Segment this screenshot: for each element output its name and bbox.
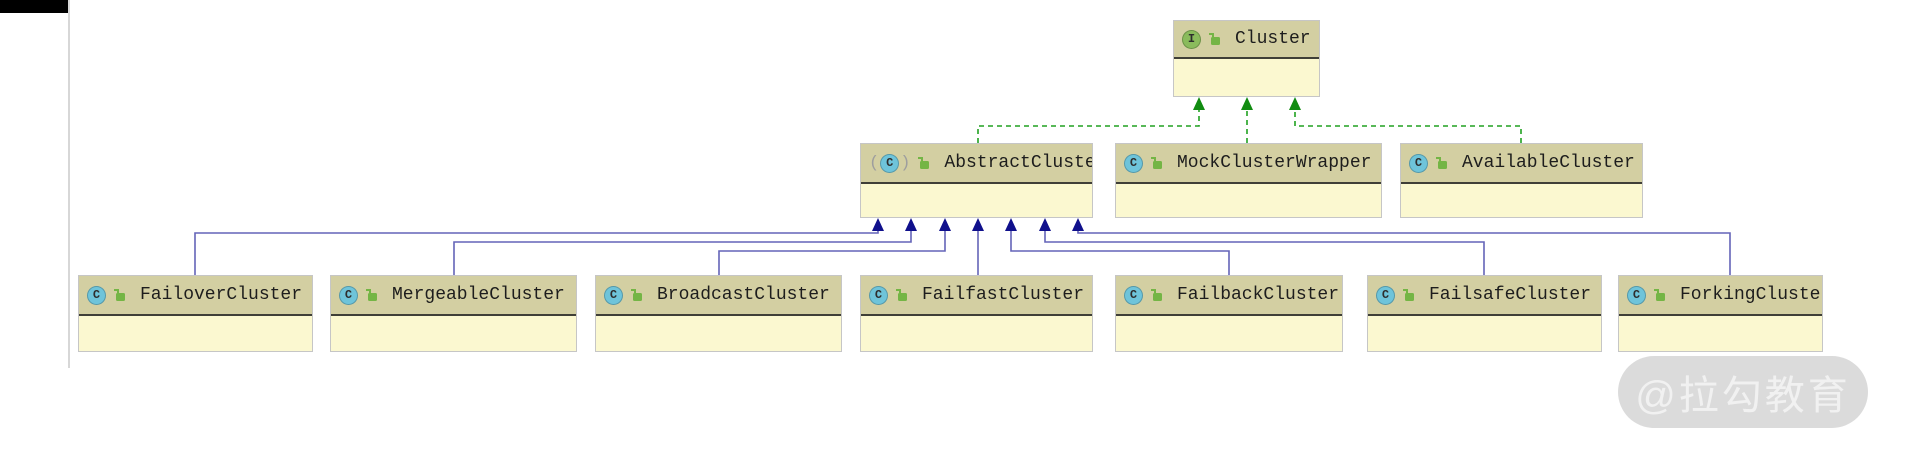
extends-edge-mergeable-to-abstract_cluster[interactable] — [453, 218, 917, 275]
unlocked-visibility-icon — [916, 156, 930, 170]
abstract-paren-left: ( — [869, 153, 880, 173]
extends-edge-failsafe-to-abstract_cluster[interactable] — [1039, 218, 1485, 275]
unlocked-visibility-icon — [112, 288, 126, 302]
class-name-label: ForkingCluster — [1680, 285, 1822, 305]
class-name-label: BroadcastCluster — [657, 285, 830, 305]
uml-node-mergeable[interactable]: ( C ) MergeableCluster — [330, 275, 577, 352]
unlocked-visibility-icon — [1401, 288, 1415, 302]
class-header[interactable]: ( C ) FailsafeCluster — [1368, 276, 1601, 316]
implements-edge-abstract_cluster-to-cluster[interactable] — [977, 97, 1205, 143]
class-name-label: FailsafeCluster — [1429, 285, 1592, 305]
class-header[interactable]: ( C ) FailbackCluster — [1116, 276, 1342, 316]
uml-node-failsafe[interactable]: ( C ) FailsafeCluster — [1367, 275, 1602, 352]
class-header[interactable]: ( C ) FailfastCluster — [861, 276, 1092, 316]
unlocked-visibility-icon — [629, 288, 643, 302]
class-name-label: FailfastCluster — [922, 285, 1085, 305]
extends-edge-forking-to-abstract_cluster[interactable] — [1072, 218, 1731, 275]
inheritance-arrowhead — [905, 218, 917, 231]
class-icon: C — [869, 285, 888, 305]
unlocked-visibility-icon — [1434, 156, 1448, 170]
window-corner-bar — [0, 0, 68, 13]
inheritance-arrowhead — [1072, 218, 1084, 231]
interface-icon: I — [1182, 29, 1201, 49]
uml-node-broadcast[interactable]: ( C ) BroadcastCluster — [595, 275, 842, 352]
inheritance-arrowhead — [1005, 218, 1017, 231]
class-icon: C — [87, 285, 106, 305]
class-header[interactable]: ( C ) MergeableCluster — [331, 276, 576, 316]
inheritance-arrowhead — [1039, 218, 1051, 231]
unlocked-visibility-icon — [1652, 288, 1666, 302]
class-header[interactable]: ( C ) FailoverCluster — [79, 276, 312, 316]
uml-node-cluster[interactable]: ( I ) Cluster — [1173, 20, 1320, 97]
class-header[interactable]: ( C ) MockClusterWrapper — [1116, 144, 1381, 184]
extends-edge-failfast-to-abstract_cluster[interactable] — [972, 218, 984, 275]
uml-node-failfast[interactable]: ( C ) FailfastCluster — [860, 275, 1093, 352]
class-name-label: AbstractCluster — [944, 153, 1092, 173]
unlocked-visibility-icon — [894, 288, 908, 302]
class-name-label: AvailableCluster — [1462, 153, 1635, 173]
inheritance-arrowhead — [1289, 97, 1301, 110]
inheritance-arrowhead — [1241, 97, 1253, 110]
class-icon: C — [1124, 153, 1143, 173]
class-icon: C — [604, 285, 623, 305]
uml-node-abstract_cluster[interactable]: ( C ) AbstractCluster — [860, 143, 1093, 218]
uml-node-available[interactable]: ( C ) AvailableCluster — [1400, 143, 1643, 218]
inheritance-arrowhead — [872, 218, 884, 231]
class-name-label: MergeableCluster — [392, 285, 565, 305]
class-name-label: MockClusterWrapper — [1177, 153, 1372, 173]
class-icon: C — [1627, 285, 1646, 305]
class-icon: C — [339, 285, 358, 305]
uml-node-mock[interactable]: ( C ) MockClusterWrapper — [1115, 143, 1382, 218]
extends-edge-failover-to-abstract_cluster[interactable] — [194, 218, 884, 275]
uml-node-failback[interactable]: ( C ) FailbackCluster — [1115, 275, 1343, 352]
class-name-label: Cluster — [1235, 29, 1311, 49]
class-header[interactable]: ( C ) ForkingCluster — [1619, 276, 1822, 316]
panel-divider-line — [68, 0, 70, 368]
inheritance-arrowhead — [939, 218, 951, 231]
implements-edge-mock-to-cluster[interactable] — [1241, 97, 1253, 143]
class-icon: C — [1124, 285, 1143, 305]
unlocked-visibility-icon — [1149, 156, 1163, 170]
inheritance-arrowhead — [1193, 97, 1205, 110]
extends-edge-failback-to-abstract_cluster[interactable] — [1005, 218, 1230, 275]
class-header[interactable]: ( C ) AbstractCluster — [861, 144, 1092, 184]
unlocked-visibility-icon — [364, 288, 378, 302]
class-name-label: FailbackCluster — [1177, 285, 1340, 305]
class-header[interactable]: ( C ) BroadcastCluster — [596, 276, 841, 316]
uml-node-failover[interactable]: ( C ) FailoverCluster — [78, 275, 313, 352]
unlocked-visibility-icon — [1207, 32, 1221, 46]
class-header[interactable]: ( C ) AvailableCluster — [1401, 144, 1642, 184]
class-icon: C — [1376, 285, 1395, 305]
class-icon: C — [880, 153, 900, 173]
class-header[interactable]: ( I ) Cluster — [1174, 21, 1319, 59]
inheritance-arrowhead — [972, 218, 984, 231]
watermark-badge: @拉勾教育 — [1618, 356, 1868, 428]
abstract-paren-right: ) — [900, 153, 911, 173]
implements-edge-available-to-cluster[interactable] — [1289, 97, 1522, 143]
unlocked-visibility-icon — [1149, 288, 1163, 302]
watermark-text: @拉勾教育 — [1635, 374, 1851, 418]
class-icon: C — [1409, 153, 1428, 173]
uml-node-forking[interactable]: ( C ) ForkingCluster — [1618, 275, 1823, 352]
extends-edge-broadcast-to-abstract_cluster[interactable] — [718, 218, 951, 275]
class-name-label: FailoverCluster — [140, 285, 303, 305]
